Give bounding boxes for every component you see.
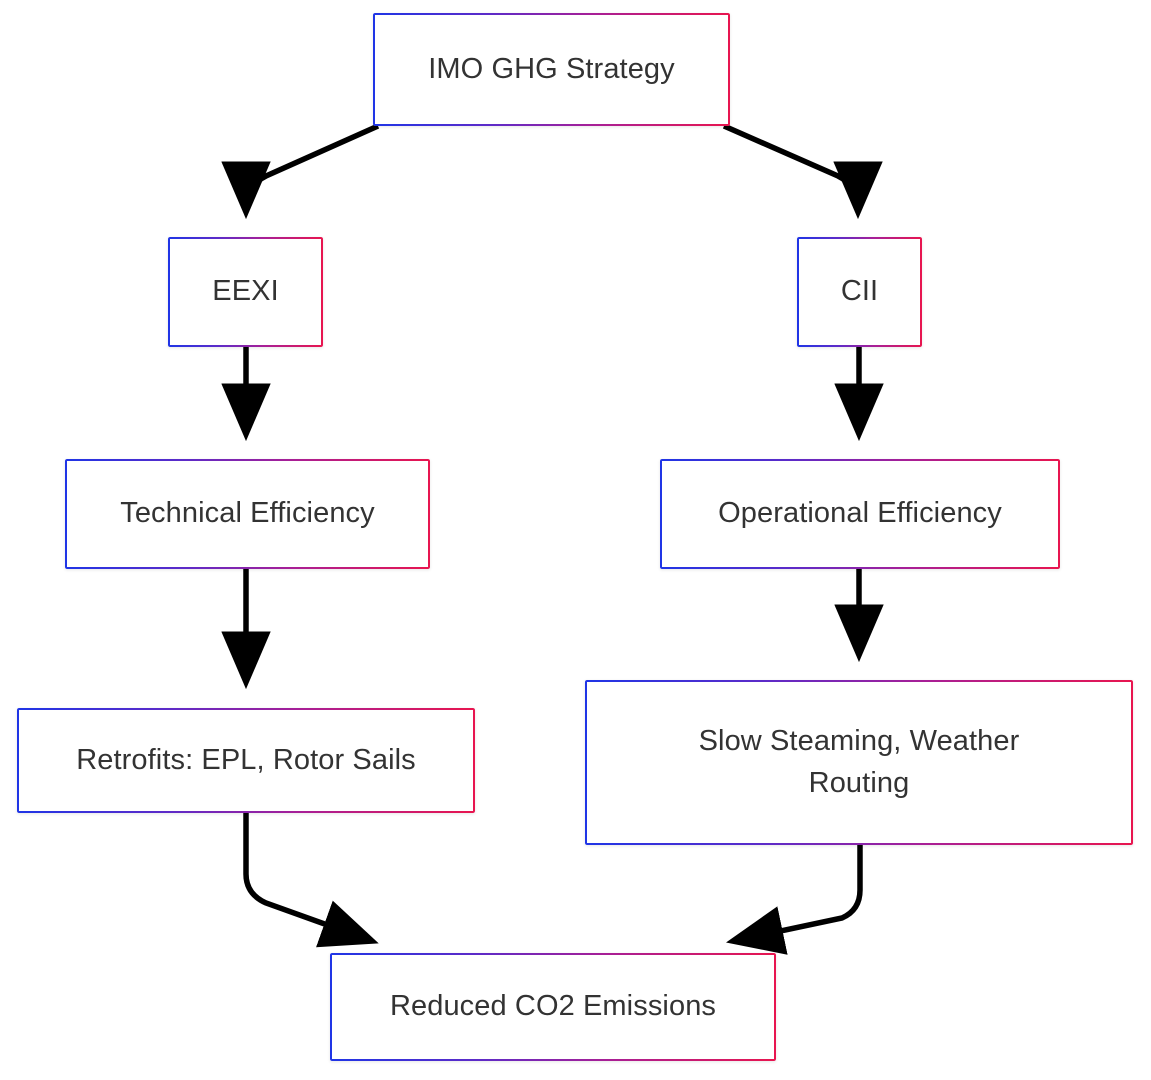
node-technical-efficiency[interactable]: Technical Efficiency: [65, 459, 430, 569]
edge-imo-eexi: [221, 123, 380, 220]
node-operational-efficiency[interactable]: Operational Efficiency: [660, 459, 1060, 569]
node-label: IMO GHG Strategy: [428, 52, 675, 85]
node-label: Operational Efficiency: [718, 497, 1002, 530]
edge-slow-reduced: [726, 845, 863, 955]
node-label: Slow Steaming, Weather Routing: [698, 724, 1020, 799]
node-eexi-body: EEXI: [170, 239, 321, 345]
node-cii[interactable]: CII: [797, 237, 922, 347]
node-imo-ghg-strategy[interactable]: IMO GHG Strategy: [373, 13, 730, 126]
node-cii-body: CII: [799, 239, 920, 345]
node-eexi[interactable]: EEXI: [168, 237, 323, 347]
node-operational-efficiency-body: Operational Efficiency: [662, 461, 1058, 567]
edge-retro-reduced: [243, 813, 379, 948]
node-label: Reduced CO2 Emissions: [389, 990, 717, 1023]
edge-imo-cii: [722, 123, 883, 220]
node-label: Technical Efficiency: [120, 497, 375, 530]
node-technical-efficiency-body: Technical Efficiency: [67, 461, 428, 567]
node-retrofits[interactable]: Retrofits: EPL, Rotor Sails: [17, 708, 475, 813]
node-imo-ghg-strategy-body: IMO GHG Strategy: [375, 15, 728, 124]
node-reduced-co2-emissions[interactable]: Reduced CO2 Emissions: [330, 953, 776, 1061]
node-slow-steaming-weather-routing-body: Slow Steaming, Weather Routing: [587, 682, 1131, 843]
node-slow-steaming-weather-routing[interactable]: Slow Steaming, Weather Routing: [585, 680, 1133, 845]
node-reduced-co2-emissions-body: Reduced CO2 Emissions: [332, 955, 774, 1059]
node-retrofits-body: Retrofits: EPL, Rotor Sails: [19, 710, 473, 811]
node-label: EEXI: [212, 275, 279, 308]
node-label: Retrofits: EPL, Rotor Sails: [76, 743, 416, 776]
node-label: CII: [840, 275, 879, 308]
